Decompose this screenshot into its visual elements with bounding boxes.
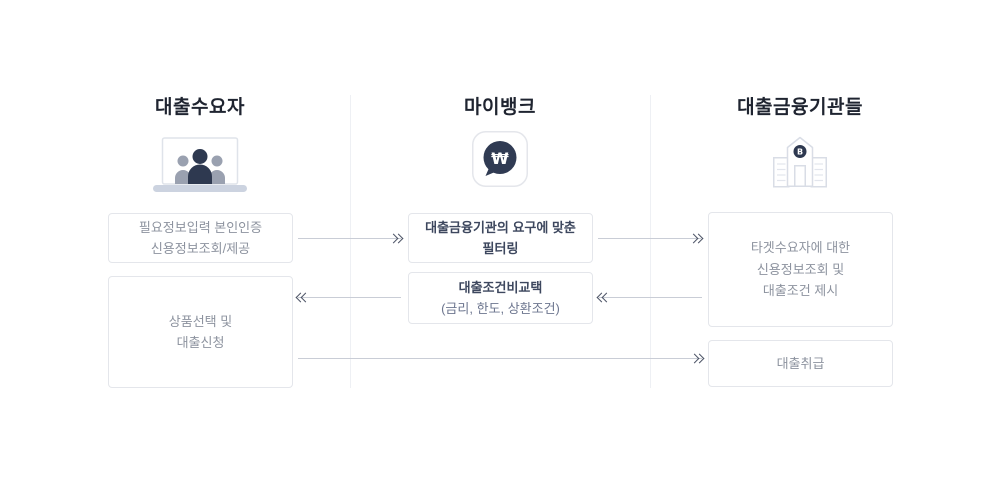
box-line: 대출취급 [776, 355, 825, 371]
column-divider-right [650, 95, 651, 388]
box-filtering: 대출금융기관의 요구에 맞춘 필터링 [408, 213, 593, 263]
box-line: 상품선택 및 [168, 313, 233, 329]
bank-b-glyph: B [797, 148, 803, 157]
box-line: 대출금융기관의 요구에 맞춘 [425, 219, 576, 235]
box-loan-condition-compare: 대출조건비교택 (금리, 한도, 상환조건) [408, 272, 593, 324]
box-line: 필터링 [482, 241, 519, 256]
arrowhead-icon [601, 292, 612, 303]
box-product-select-apply: 상품선택 및 대출신청 [108, 276, 293, 388]
box-line: 대출조건 제시 [762, 283, 839, 299]
column-title-mybank: 마이뱅크 [464, 97, 536, 118]
arrow-mybank-to-lenders-top [598, 233, 704, 244]
box-line: 필요정보입력 본인인증 [138, 219, 263, 235]
arrowhead-icon [300, 292, 311, 303]
column-title-lenders: 대출금융기관들 [737, 97, 863, 118]
box-line: 신용정보조회 및 [756, 261, 845, 277]
arrow-lenders-to-mybank-mid [596, 292, 702, 303]
users-laptop-icon [152, 137, 248, 198]
box-target-credit-offer: 타겟수요자에 대한 신용정보조회 및 대출조건 제시 [708, 212, 893, 327]
box-loan-handling: 대출취급 [708, 340, 893, 387]
arrow-mybank-to-demand-mid [295, 292, 401, 303]
box-line: 대출조건비교택 [458, 279, 543, 295]
bank-building-icon: B [768, 136, 832, 193]
arrow-demand-to-mybank-top [298, 233, 404, 244]
won-chat-app-icon: ₩ [472, 131, 528, 192]
box-line: 타겟수요자에 대한 [750, 240, 851, 256]
box-required-info-auth: 필요정보입력 본인인증 신용정보조회/제공 [108, 213, 293, 263]
column-divider-left [350, 95, 351, 388]
box-line: (금리, 한도, 상환조건) [441, 301, 560, 316]
box-line: 대출신청 [176, 335, 225, 350]
arrow-demand-to-lenders-bottom [298, 353, 705, 364]
box-line: 신용정보조회/제공 [150, 241, 251, 256]
column-title-borrowers: 대출수요자 [155, 97, 245, 118]
won-glyph: ₩ [491, 149, 509, 168]
